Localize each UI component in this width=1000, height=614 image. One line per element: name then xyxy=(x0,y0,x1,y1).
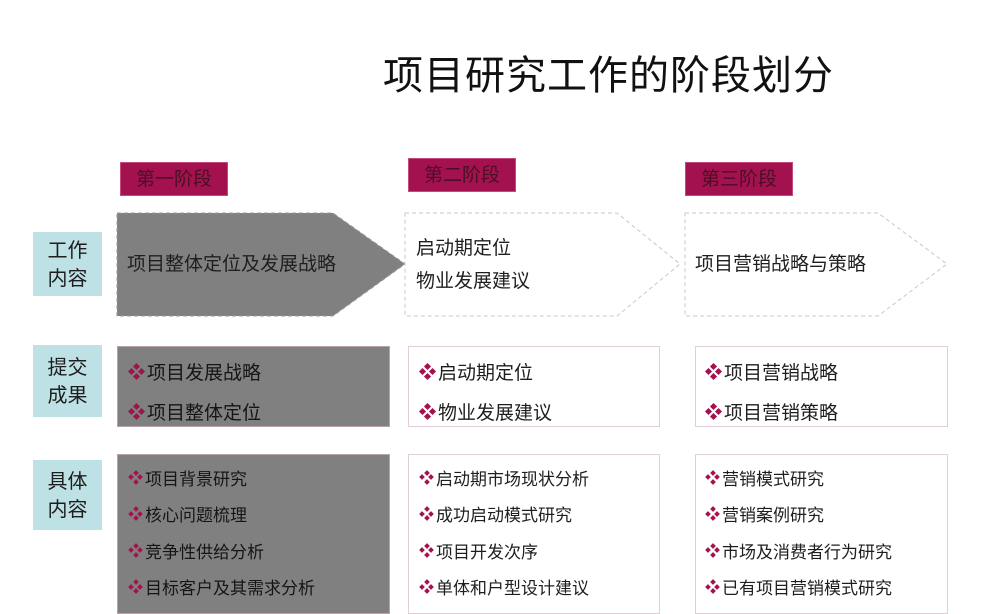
diamond-bullet-icon xyxy=(128,542,143,558)
diamond-bullet-icon xyxy=(419,579,434,595)
stage-1-header: 第一阶段 xyxy=(120,162,228,196)
stage-3-arrow-shape xyxy=(684,212,948,317)
list-item: 营销模式研究 xyxy=(705,459,947,496)
row-label-work-content: 工作 内容 xyxy=(33,232,102,296)
list-item: 启动期市场现状分析 xyxy=(419,459,659,496)
row-label-deliverables: 提交 成果 xyxy=(33,345,102,417)
diamond-bullet-icon xyxy=(419,542,434,558)
diamond-bullet-icon xyxy=(128,469,143,485)
diamond-bullet-icon xyxy=(127,362,146,380)
work-content-line: 项目整体定位及发展战略 xyxy=(127,253,337,275)
list-item: 项目开发次序 xyxy=(419,532,659,569)
list-item: 市场及消费者行为研究 xyxy=(705,532,947,569)
stage-2-arrow-shape xyxy=(404,212,681,317)
diamond-bullet-icon xyxy=(419,469,434,485)
list-item: 项目发展战略 xyxy=(127,351,389,391)
stage-3-header: 第三阶段 xyxy=(685,162,793,196)
diamond-bullet-icon xyxy=(418,402,437,420)
diamond-bullet-icon xyxy=(419,506,434,522)
stage-2-details: 启动期市场现状分析 成功启动模式研究 项目开发次序 单体和户型设计建议 xyxy=(408,454,660,614)
stage-3-work-content: 项目营销战略与策略 xyxy=(695,248,866,281)
diamond-bullet-icon xyxy=(705,469,720,485)
work-content-line: 项目营销战略与策略 xyxy=(695,253,867,275)
row-label-line: 内容 xyxy=(47,497,88,521)
stage-2-deliverables: 启动期定位 物业发展建议 xyxy=(408,346,660,427)
list-item: 已有项目营销模式研究 xyxy=(705,569,947,606)
stage-3-deliverables: 项目营销战略 项目营销策略 xyxy=(695,346,948,427)
diamond-bullet-icon xyxy=(128,579,143,595)
work-content-arrows xyxy=(116,212,948,317)
work-content-line: 物业发展建议 xyxy=(416,270,531,292)
stage-1-details: 项目背景研究 核心问题梳理 竞争性供给分析 目标客户及其需求分析 xyxy=(117,454,390,614)
diamond-bullet-icon xyxy=(705,542,720,558)
list-item: 启动期定位 xyxy=(418,351,659,391)
diamond-bullet-icon xyxy=(705,506,720,522)
work-content-line: 启动期定位 xyxy=(416,237,512,259)
row-label-line: 提交 xyxy=(47,355,88,379)
stage-3-details: 营销模式研究 营销案例研究 市场及消费者行为研究 已有项目营销模式研究 xyxy=(695,454,948,614)
list-item: 目标客户及其需求分析 xyxy=(128,569,389,606)
row-label-line: 内容 xyxy=(47,266,88,290)
diamond-bullet-icon xyxy=(704,362,723,380)
stage-1-deliverables: 项目发展战略 项目整体定位 xyxy=(117,346,390,427)
list-item: 竞争性供给分析 xyxy=(128,532,389,569)
list-item: 项目营销战略 xyxy=(704,351,947,391)
row-label-line: 成果 xyxy=(47,383,88,407)
stage-1-work-content: 项目整体定位及发展战略 xyxy=(127,248,336,281)
stage-1-arrow-shape xyxy=(116,212,406,317)
page-title: 项目研究工作的阶段划分 xyxy=(383,53,834,99)
list-item: 项目营销策略 xyxy=(704,391,947,431)
diamond-bullet-icon xyxy=(128,506,143,522)
diamond-bullet-icon xyxy=(704,402,723,420)
list-item: 成功启动模式研究 xyxy=(419,496,659,533)
list-item: 物业发展建议 xyxy=(418,391,659,431)
list-item: 营销案例研究 xyxy=(705,496,947,533)
diamond-bullet-icon xyxy=(705,579,720,595)
row-label-details: 具体 内容 xyxy=(33,460,102,530)
row-label-line: 工作 xyxy=(47,238,88,262)
stage-2-work-content: 启动期定位 物业发展建议 xyxy=(416,232,530,298)
stage-2-header: 第二阶段 xyxy=(408,158,516,192)
diamond-bullet-icon xyxy=(418,362,437,380)
list-item: 核心问题梳理 xyxy=(128,496,389,533)
list-item: 项目整体定位 xyxy=(127,391,389,431)
diamond-bullet-icon xyxy=(127,402,146,420)
list-item: 单体和户型设计建议 xyxy=(419,569,659,606)
list-item: 项目背景研究 xyxy=(128,459,389,496)
row-label-line: 具体 xyxy=(47,469,88,493)
